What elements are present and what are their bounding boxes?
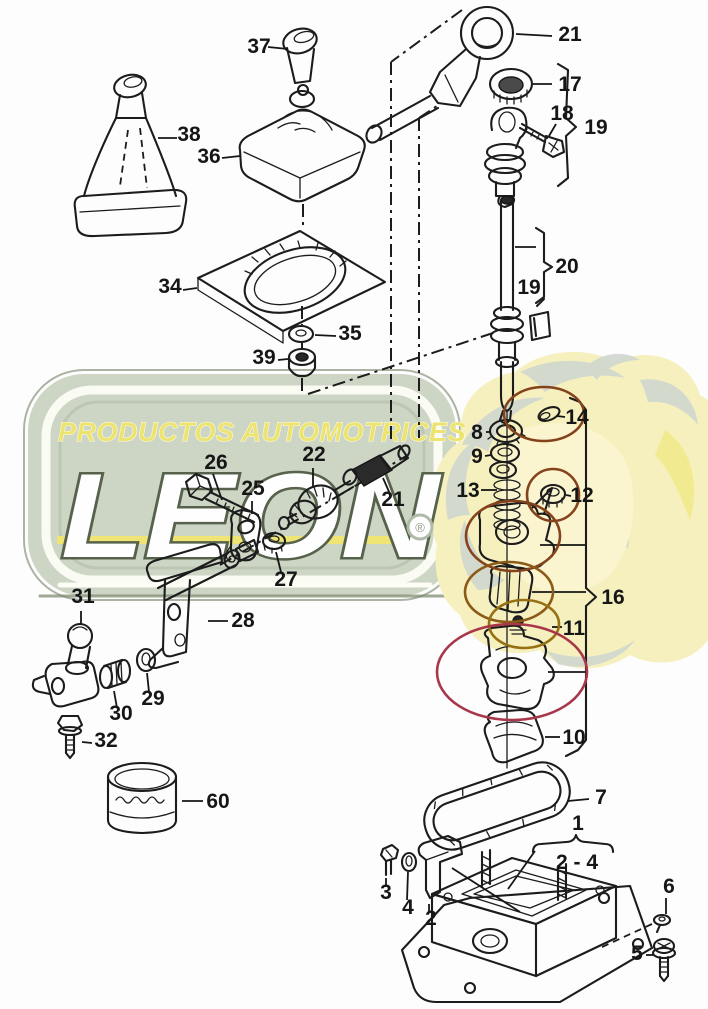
registered-glyph: ® xyxy=(415,520,425,535)
label-22: 22 xyxy=(302,443,325,466)
part-27-nut xyxy=(261,531,287,554)
part-34-console-plate xyxy=(196,229,387,344)
label-12: 12 xyxy=(570,484,593,507)
lion-flame xyxy=(655,430,695,520)
part-12-nut xyxy=(539,483,567,508)
label-36: 36 xyxy=(197,145,220,168)
label-60: 60 xyxy=(206,790,229,813)
part-20-shift-rod xyxy=(489,195,552,425)
part-10-cover xyxy=(483,708,560,764)
label-30: 30 xyxy=(109,702,132,725)
highlight-ring-damper xyxy=(435,622,589,722)
label-34: 34 xyxy=(158,275,182,298)
label-39: 39 xyxy=(252,346,275,369)
part-36-shift-boot-console xyxy=(238,89,366,203)
part-29-nut xyxy=(135,647,157,673)
label-2: 2 xyxy=(425,907,437,930)
brace-1 xyxy=(531,833,615,854)
pivot-housing xyxy=(483,106,528,209)
part-26-bolt xyxy=(184,472,260,524)
damper-assembly xyxy=(479,624,586,711)
label-18: 18 xyxy=(550,102,574,125)
label-2-4: 2 - 4 xyxy=(556,851,598,874)
highlight-ring-14 xyxy=(502,385,586,443)
label-17: 17 xyxy=(558,73,581,96)
bracket-19-top xyxy=(556,62,578,188)
label-20: 20 xyxy=(555,255,578,278)
part-number-labels: 37 38 36 34 35 39 21 17 18 19 20 19 14 8… xyxy=(71,23,675,965)
part-4-washer xyxy=(400,851,418,873)
highlight-ring-11 xyxy=(487,598,561,650)
label-28: 28 xyxy=(231,609,255,632)
label-35: 35 xyxy=(338,322,362,345)
part-9-washers xyxy=(488,442,521,480)
lion-mane-swirls xyxy=(445,353,698,667)
highlight-ring-lower-housing xyxy=(463,560,555,624)
part-18-screw xyxy=(518,122,566,159)
part-22-joint-flange xyxy=(277,484,339,531)
label-5: 5 xyxy=(631,942,643,965)
label-29: 29 xyxy=(141,687,164,710)
part-28-bracket xyxy=(145,538,260,670)
label-16: 16 xyxy=(601,586,624,609)
label-38: 38 xyxy=(177,123,201,146)
label-27: 27 xyxy=(274,568,297,591)
label-13: 13 xyxy=(456,479,479,502)
part-21-lever-arm xyxy=(365,5,515,144)
label-19-top: 19 xyxy=(584,116,607,139)
bracket-20-19 xyxy=(515,226,554,308)
part-35-washer xyxy=(287,324,315,344)
label-8: 8 xyxy=(471,421,483,444)
part-31-ball-stud xyxy=(31,622,100,708)
part-17-bushing xyxy=(488,67,534,105)
leon-watermark: LEON PRODUCTOS AUTOMOTRICES ® xyxy=(23,351,708,669)
shifter-housing-box xyxy=(430,848,618,978)
label-3: 3 xyxy=(380,881,392,904)
centerline-guides xyxy=(219,9,508,769)
label-7: 7 xyxy=(595,786,607,809)
label-14: 14 xyxy=(565,406,589,429)
part-38-shift-boot xyxy=(73,73,188,238)
part-14-pin xyxy=(537,406,561,422)
label-9: 9 xyxy=(471,445,483,468)
highlight-ring-upper-housing xyxy=(464,499,562,573)
part-60-bushing-sleeve xyxy=(106,761,178,835)
part-30-bushing xyxy=(98,658,132,690)
brand-underline xyxy=(57,536,415,544)
registered-mark: ® xyxy=(406,513,434,541)
highlight-rings xyxy=(435,385,589,722)
label-26: 26 xyxy=(204,451,227,474)
lion-face xyxy=(499,423,634,594)
label-6: 6 xyxy=(663,875,675,898)
label-19-mid: 19 xyxy=(517,276,540,299)
part-3-bolt xyxy=(379,843,400,877)
label-25: 25 xyxy=(241,477,265,500)
label-1: 1 xyxy=(572,812,584,835)
leader-lines xyxy=(80,33,667,956)
label-21-top: 21 xyxy=(558,23,582,46)
lion-head-graphic xyxy=(429,351,708,669)
part-5-screw xyxy=(651,937,677,983)
part-21-selector-shaft xyxy=(333,444,411,498)
label-10: 10 xyxy=(562,726,585,749)
label-21-mid: 21 xyxy=(381,488,405,511)
highlight-ring-12 xyxy=(525,467,581,523)
label-37: 37 xyxy=(247,35,270,58)
part-32-bolt xyxy=(56,714,84,760)
part-7-gasket xyxy=(423,761,571,851)
watermark-tagline: PRODUCTOS AUTOMOTRICES xyxy=(58,417,466,447)
part-6-washer-screw xyxy=(599,913,672,949)
part-37-shift-knob xyxy=(282,27,318,97)
part-39-locknut xyxy=(287,347,317,378)
label-31: 31 xyxy=(71,585,95,608)
label-4: 4 xyxy=(402,896,414,919)
part-60-scribble-marking xyxy=(115,796,165,804)
upper-bearing-housing xyxy=(478,486,586,571)
part-2-clamp-bracket xyxy=(417,834,521,913)
label-11: 11 xyxy=(563,617,586,640)
label-32: 32 xyxy=(94,729,117,752)
